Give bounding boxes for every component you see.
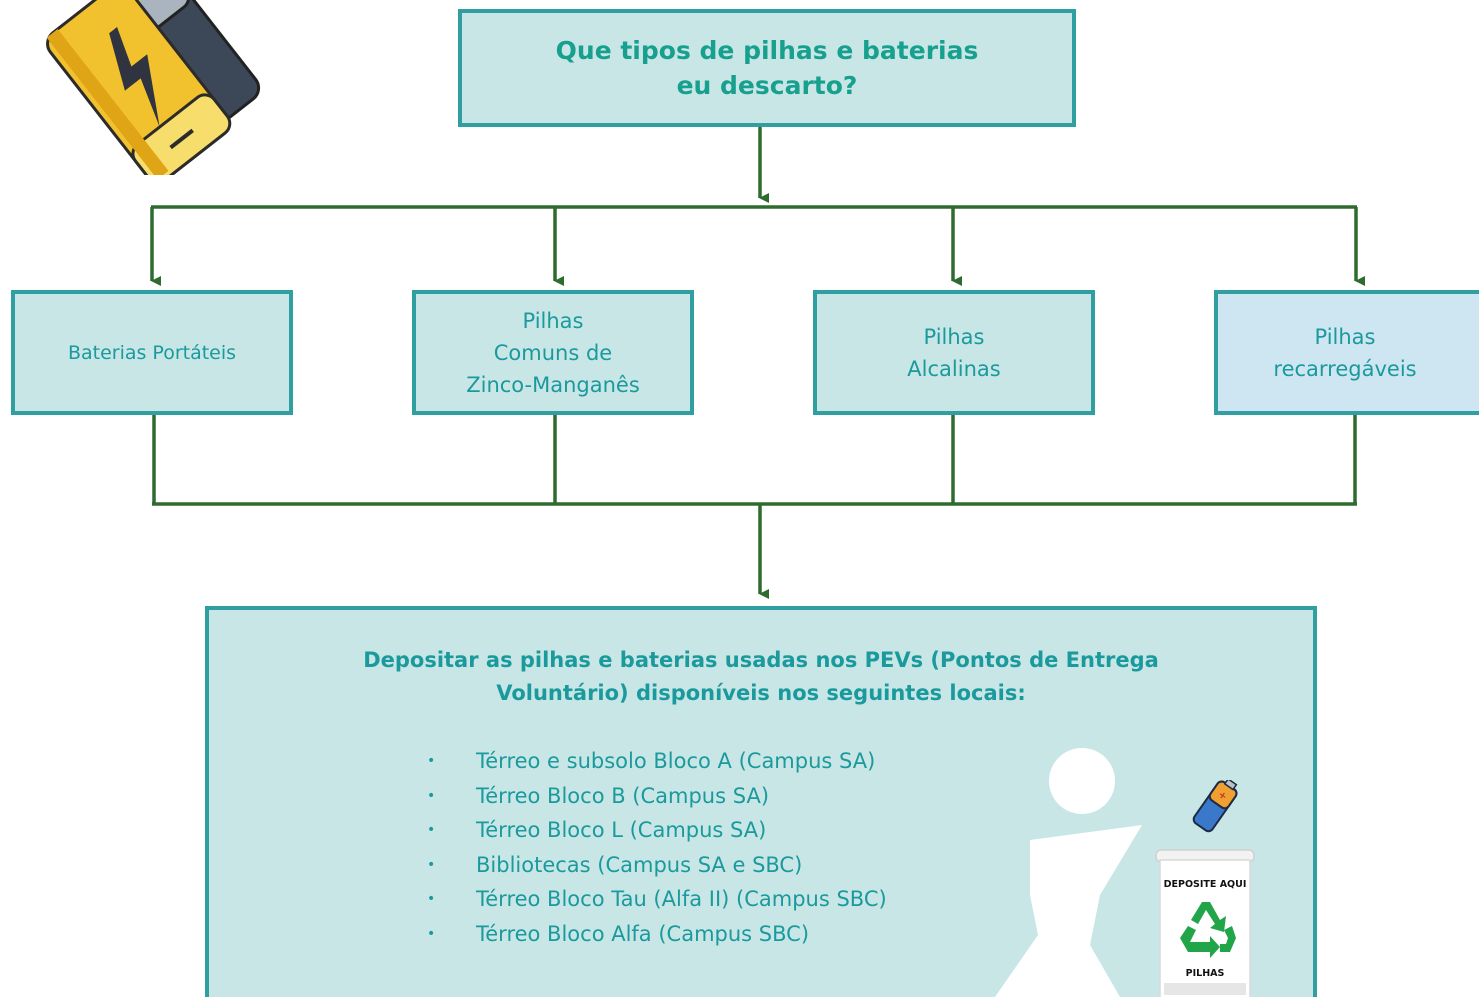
bullet: •	[427, 753, 436, 769]
category-line: Comuns de	[493, 340, 613, 365]
list-item: • Térreo e subsolo Bloco A (Campus SA)	[427, 744, 887, 779]
category-line: Zinco-Manganês	[466, 372, 640, 397]
category-line: Pilhas	[1314, 324, 1376, 349]
list-item: • Bibliotecas (Campus SA e SBC)	[427, 848, 887, 883]
category-pilhas-comuns: Pilhas Comuns de Zinco-Manganês	[412, 290, 694, 415]
battery-icon: +	[46, 0, 261, 175]
category-line: Pilhas	[923, 324, 985, 349]
location-text: Térreo Bloco B (Campus SA)	[476, 783, 770, 808]
category-line: Baterias Portáteis	[67, 341, 237, 364]
title-line-2: eu descarto?	[676, 71, 858, 100]
person-icon	[995, 748, 1142, 997]
location-text: Térreo Bloco L (Campus SA)	[476, 818, 767, 842]
category-baterias-portateis: Baterias Portáteis	[11, 290, 293, 415]
location-text: Térreo Bloco Alfa (Campus SBC)	[476, 921, 810, 946]
category-line: Alcalinas	[907, 356, 1001, 381]
bullet: •	[427, 925, 436, 942]
falling-battery-icon: +	[1192, 780, 1238, 833]
list-item: • Térreo Bloco L (Campus SA)	[427, 813, 887, 848]
bullet: •	[427, 822, 436, 838]
location-text: Térreo Bloco Tau (Alfa II) (Campus SBC)	[476, 887, 887, 911]
deposit-info-box: Depositar as pilhas e baterias usadas no…	[205, 606, 1317, 997]
recycle-bin-icon: + DEPOSITE AQUI PILHAS	[1155, 780, 1255, 997]
deposit-heading-line-1: Depositar as pilhas e baterias usadas no…	[363, 648, 1159, 672]
location-text: Térreo e subsolo Bloco A (Campus SA)	[476, 749, 876, 773]
bullet: •	[427, 856, 436, 873]
location-text: Bibliotecas (Campus SA e SBC)	[476, 852, 803, 877]
bin-label-top: DEPOSITE AQUI	[1164, 879, 1247, 890]
question-title-box: Que tipos de pilhas e baterias eu descar…	[458, 9, 1076, 127]
title-line-1: Que tipos de pilhas e baterias	[555, 36, 979, 65]
list-item: • Térreo Bloco B (Campus SA)	[427, 779, 887, 814]
category-line: Pilhas	[522, 308, 584, 333]
locations-list: • Térreo e subsolo Bloco A (Campus SA) • T…	[427, 744, 887, 951]
bin-label-bottom: PILHAS	[1186, 968, 1225, 979]
deposit-heading-line-2: Voluntário) disponíveis nos seguintes lo…	[496, 681, 1026, 705]
list-item: • Térreo Bloco Tau (Alfa II) (Campus SBC)	[427, 882, 887, 917]
recycle-icon	[1180, 902, 1236, 958]
category-pilhas-alcalinas: Pilhas Alcalinas	[813, 290, 1095, 415]
category-line: recarregáveis	[1273, 356, 1417, 381]
bullet: •	[427, 787, 436, 804]
list-item: • Térreo Bloco Alfa (Campus SBC)	[427, 917, 887, 952]
category-pilhas-recarregaveis: Pilhas recarregáveis	[1214, 290, 1479, 415]
bullet: •	[427, 891, 436, 907]
deposit-heading: Depositar as pilhas e baterias usadas no…	[363, 644, 1159, 710]
